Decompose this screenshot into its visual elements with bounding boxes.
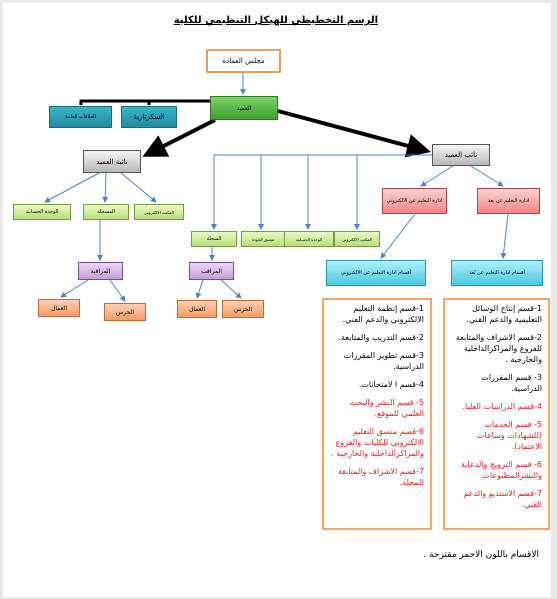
- list-item: 4-قسم ا لامتحانات.: [358, 380, 424, 389]
- workers-node-2: العمال: [177, 300, 217, 318]
- list-item: 3-قسم تطوير المقررات الدراسية.: [343, 351, 424, 371]
- list-item: 5- قسم الخدمات (للشهادات وساعات الاعتماد…: [476, 420, 542, 451]
- list-item: 7-قسم الاشراف والمتابعة للمجلة.: [337, 467, 424, 487]
- dean-node: العميد: [210, 96, 278, 120]
- chart-title: الرسم التخطيطي للهيكل التنظيمي للكلية: [173, 15, 378, 26]
- proposed-departments-note: الاقسام باللون الاحمر مقترحة .: [423, 550, 539, 560]
- registry-mid-node: السجلة: [191, 231, 237, 247]
- accounting-unit-mid-node: الوحدة الحسابية: [284, 231, 334, 247]
- guards-node-1: الحرس: [104, 303, 146, 321]
- accounting-unit-left-node: الوحدة الحسابية: [13, 204, 71, 220]
- quality-unit-node: منسق الجودة: [241, 231, 285, 247]
- list-item: 1-قسم إنتاج الوسائل التعليمية والدعم الف…: [466, 304, 542, 324]
- secretary-node: السكرتارية: [121, 106, 177, 128]
- distance-learning-admin-node: ادارة التعليم عن بعد: [477, 188, 540, 214]
- list-item: 2-قسم الاشراف والمتابعة للفروع والمراكزا…: [455, 333, 542, 364]
- college-council-node: مجلس العمادة: [206, 49, 281, 73]
- supervisor-female-node: المراقبة: [78, 262, 123, 280]
- elearning-departments-list: 1-قسم إنظمة التعليم الالكتروني والدعم ال…: [322, 298, 432, 530]
- supervisor-node: المراقب: [189, 262, 234, 280]
- public-relations-node: العلاقات العامة: [49, 106, 112, 128]
- distance-departments-list: 1-قسم إنتاج الوسائل التعليمية والدعم الف…: [443, 298, 550, 530]
- list-item: 1-قسم إنظمة التعليم الالكتروني والدعم ال…: [342, 304, 424, 324]
- elearning-departments-node: أقسام ادارة التعليم عن الالكتروني: [326, 260, 426, 286]
- org-chart-page: الرسم التخطيطي للهيكل التنظيمي للكلية مج…: [3, 3, 551, 597]
- list-item: 4-قسم الدراسات العليا.: [462, 402, 542, 411]
- list-item: 6- قسم الترويج والدعاية والنشرالمطبوعات.: [460, 460, 542, 480]
- guards-node-2: الحرس: [222, 300, 264, 318]
- list-item: 7-قسم الاستديو والدعم الفني.: [463, 489, 542, 509]
- list-item: 6-قسم منسق التعليم الالكتروني للكليات وا…: [331, 427, 424, 458]
- vice-dean-node: نائب العميد: [432, 144, 490, 166]
- distance-departments-node: أقسام ادارة التعليم عن بُعد: [451, 260, 543, 286]
- workers-node-1: العمال: [38, 299, 80, 317]
- connector-lines: [44, 73, 509, 302]
- vice-dean-female-node: نائبة العميد: [83, 150, 141, 173]
- list-item: 2-قسم التدريب والمتابعة.: [338, 333, 425, 342]
- elearning-admin-node: ادارة التعليم عن الالكتروني: [382, 188, 447, 214]
- electronic-office-left-node: المكتب الالكتروني: [134, 204, 184, 220]
- electronic-office-mid-node: المكتب الالكتروني: [334, 231, 380, 247]
- registry-left-node: المسجلة: [83, 204, 129, 220]
- list-item: 3- قسم المقررات الدراسية.: [481, 373, 542, 393]
- list-item: 5- قسم النشر والبحث العلمي للموقع.: [349, 398, 424, 418]
